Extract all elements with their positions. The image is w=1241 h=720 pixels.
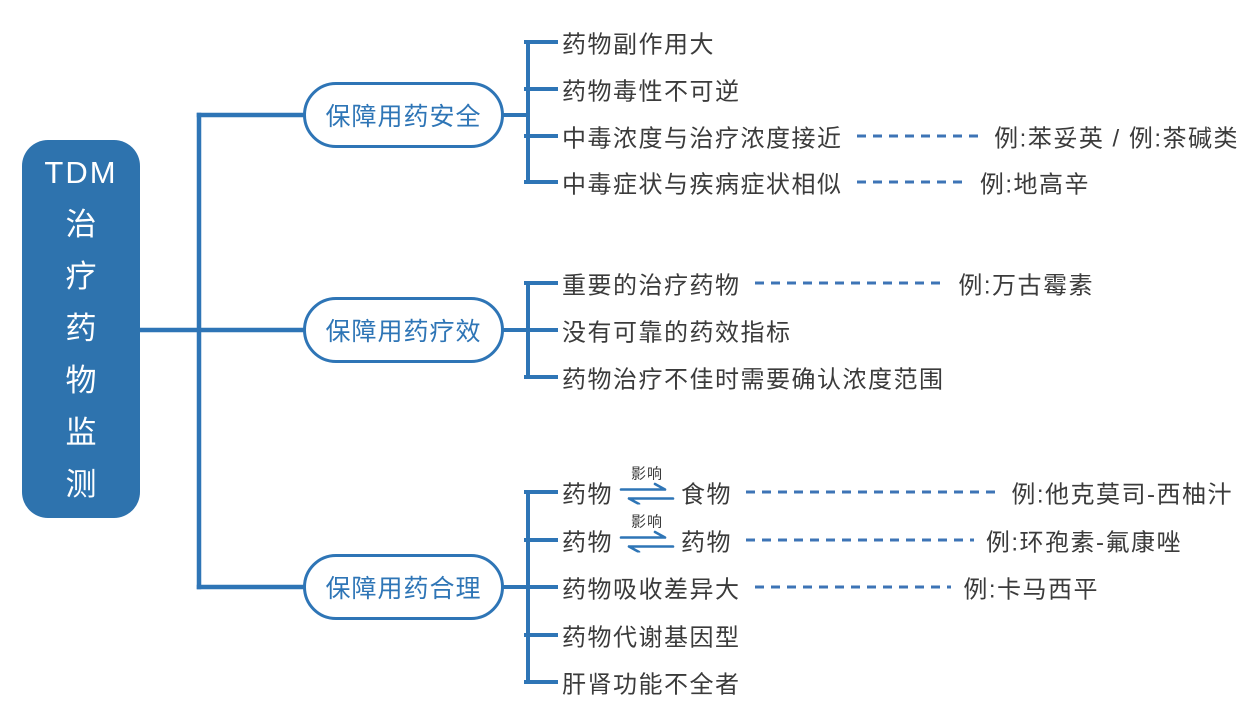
- equilibrium-arrows: 影响: [619, 514, 675, 553]
- example-label: 例:他克莫司-西柚汁: [1011, 481, 1233, 509]
- branch-node-rationality[interactable]: 保障用药合理: [303, 554, 504, 620]
- example-label: 例:环孢素-氟康唑: [985, 529, 1182, 557]
- equilibrium-arrows: 影响: [619, 466, 675, 505]
- leaf-drug-drug-interaction[interactable]: 药物 影响 药物 例:环孢素-氟康唑: [562, 514, 1182, 560]
- leaf-metabolism-genotype[interactable]: 药物代谢基因型: [562, 618, 741, 653]
- branch-safety-lines: [501, 40, 558, 184]
- double-harpoon-icon: [619, 530, 675, 553]
- leaf-label: 药物治疗不佳时需要确认浓度范围: [562, 366, 945, 394]
- root-label-line: 测: [65, 467, 97, 502]
- leaf-label: 中毒浓度与治疗浓度接近: [562, 125, 843, 153]
- root-label-line: 治: [65, 207, 97, 242]
- leaf-drug-side-effects[interactable]: 药物副作用大: [562, 25, 715, 60]
- root-label-line: TDM: [44, 155, 118, 190]
- branch-rationality-lines: [501, 490, 558, 684]
- leaf-absorption-variance[interactable]: 药物吸收差异大 例:卡马西平: [562, 570, 1099, 605]
- leaf-label: 药物代谢基因型: [562, 624, 741, 652]
- leaf-label-right: 药物: [681, 529, 732, 557]
- leaf-label: 没有可靠的药效指标: [562, 319, 792, 347]
- leaf-no-reliable-indicator[interactable]: 没有可靠的药效指标: [562, 313, 792, 348]
- root-label-line: 疗: [65, 259, 97, 294]
- branch-efficacy-lines: [501, 281, 558, 379]
- branch-label: 保障用药安全: [325, 103, 482, 131]
- example-label: 例:苯妥英 / 例:茶碱类: [994, 125, 1239, 153]
- leaf-label: 药物吸收差异大: [562, 576, 741, 604]
- root-label-line: 监: [65, 415, 97, 450]
- example-label: 例:卡马西平: [963, 576, 1099, 604]
- branch-label: 保障用药疗效: [325, 318, 482, 346]
- relation-label: 影响: [630, 465, 663, 483]
- leaf-drug-food-interaction[interactable]: 药物 影响 食物 例:他克莫司-西柚汁: [562, 466, 1233, 512]
- root-node-tdm[interactable]: TDM 治 疗 药 物 监 测: [22, 140, 140, 518]
- example-label: 例:地高辛: [979, 171, 1090, 199]
- dashed-connector: [746, 538, 974, 542]
- leaf-confirm-concentration-range[interactable]: 药物治疗不佳时需要确认浓度范围: [562, 360, 945, 395]
- branch-node-efficacy[interactable]: 保障用药疗效: [303, 297, 504, 363]
- example-label: 例:万古霉素: [958, 272, 1094, 300]
- dashed-connector: [754, 281, 947, 285]
- branch-node-safety[interactable]: 保障用药安全: [303, 82, 504, 148]
- dashed-connector: [746, 490, 1000, 494]
- branch-label: 保障用药合理: [325, 575, 482, 603]
- leaf-toxic-symptoms-similar[interactable]: 中毒症状与疾病症状相似 例:地高辛: [562, 165, 1090, 200]
- leaf-label: 药物毒性不可逆: [562, 78, 741, 106]
- main-tree-lines: [137, 112, 308, 590]
- dashed-connector: [856, 134, 983, 138]
- leaf-label: 药物副作用大: [562, 31, 715, 59]
- leaf-label-left: 药物: [562, 529, 613, 557]
- leaf-label: 中毒症状与疾病症状相似: [562, 171, 843, 199]
- leaf-label: 重要的治疗药物: [562, 272, 741, 300]
- leaf-toxic-close-to-therapeutic[interactable]: 中毒浓度与治疗浓度接近 例:苯妥英 / 例:茶碱类: [562, 119, 1239, 154]
- root-label-line: 药: [65, 311, 97, 346]
- root-label-line: 物: [65, 363, 97, 398]
- dashed-connector: [856, 180, 968, 184]
- leaf-irreversible-toxicity[interactable]: 药物毒性不可逆: [562, 72, 741, 107]
- dashed-connector: [754, 585, 952, 589]
- leaf-label: 肝肾功能不全者: [562, 671, 741, 699]
- leaf-label-right: 食物: [681, 481, 732, 509]
- double-harpoon-icon: [619, 482, 675, 505]
- leaf-hepatorenal-insufficiency[interactable]: 肝肾功能不全者: [562, 665, 741, 700]
- leaf-label-left: 药物: [562, 481, 613, 509]
- relation-label: 影响: [630, 513, 663, 531]
- leaf-important-drugs[interactable]: 重要的治疗药物 例:万古霉素: [562, 266, 1094, 301]
